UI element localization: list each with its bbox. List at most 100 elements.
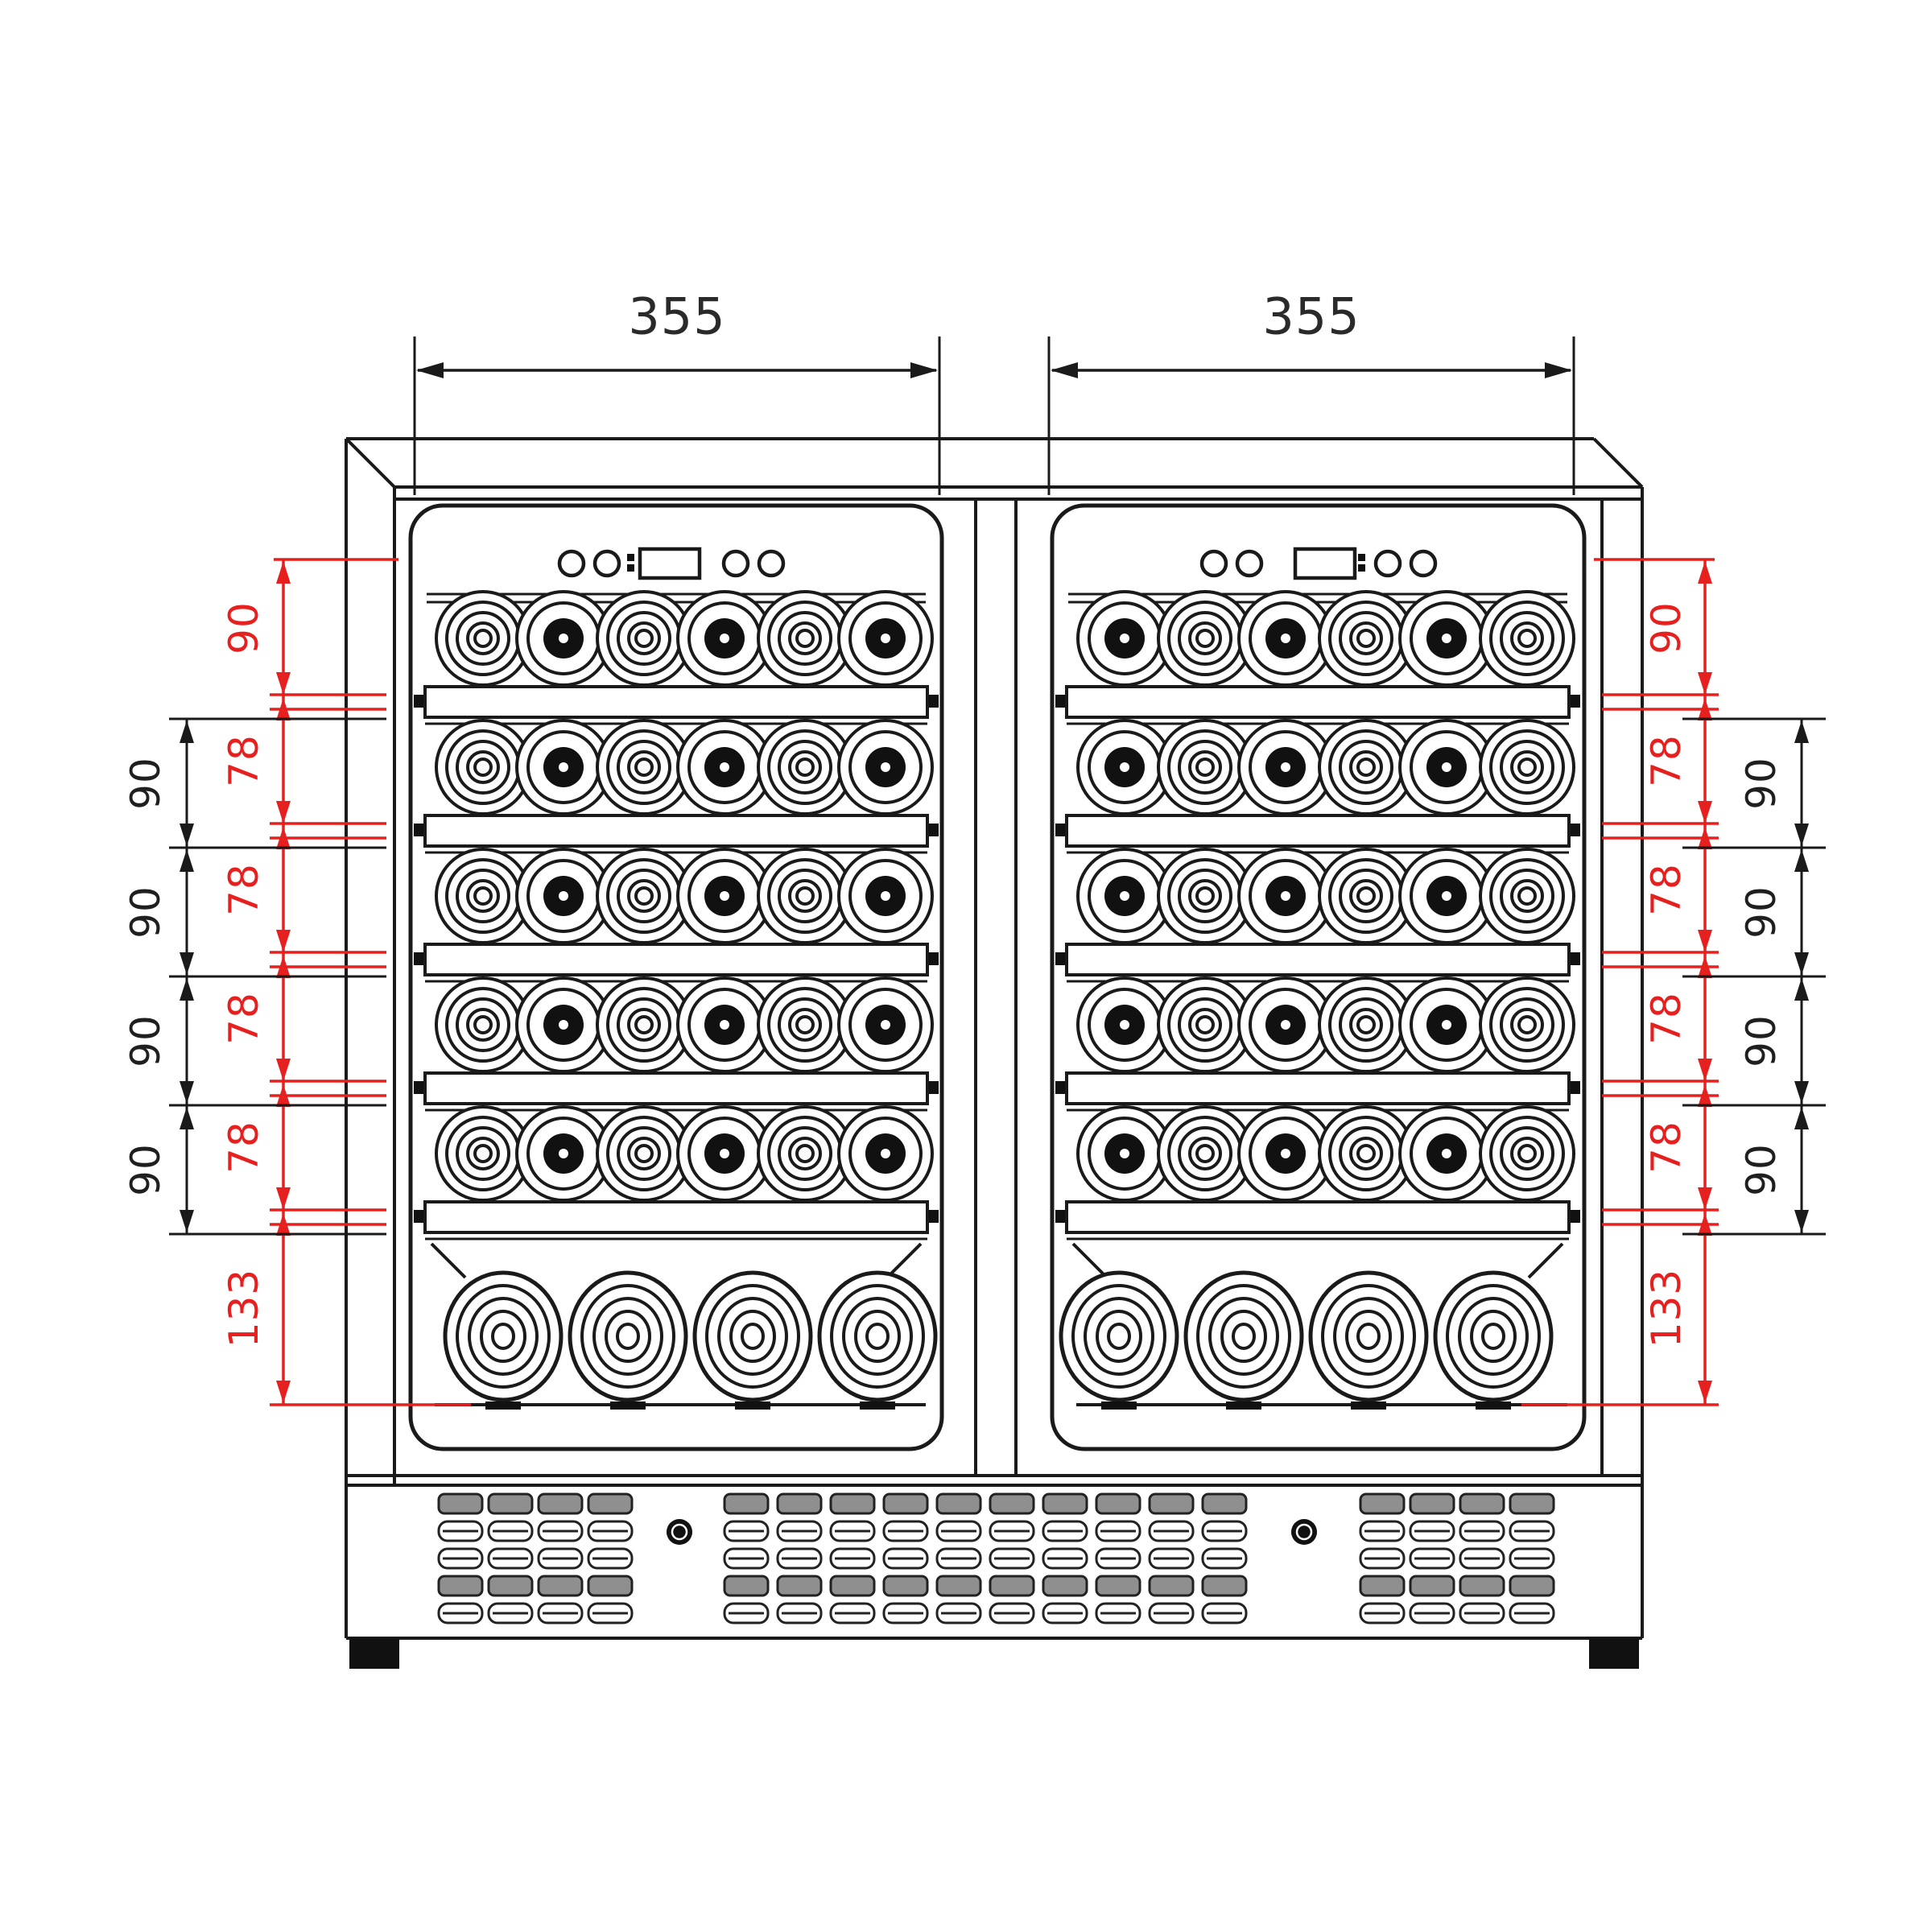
arrowhead <box>276 930 291 952</box>
bottle-neck-icon <box>837 1105 934 1202</box>
arrowhead <box>1794 1210 1809 1232</box>
shelf-bracket <box>1571 1210 1580 1223</box>
shelf-bracket <box>414 1081 423 1094</box>
vent-slot <box>537 1492 584 1515</box>
dim-left-black-0: 90 <box>122 757 169 810</box>
control-button-icon <box>1199 549 1228 578</box>
arrowhead <box>1545 362 1572 378</box>
control-button-icon <box>1235 549 1264 578</box>
arrowhead <box>1794 1107 1809 1129</box>
shelf-bracket <box>414 824 423 836</box>
arrowhead <box>276 1187 291 1210</box>
arrowhead <box>910 362 938 378</box>
shelf-bracket <box>1055 1210 1065 1223</box>
control-button-icon <box>1373 549 1402 578</box>
shelf-bracket <box>414 695 423 708</box>
left-foot <box>349 1638 399 1669</box>
shelf-bracket <box>1571 1081 1580 1094</box>
bottle-rest <box>1476 1402 1511 1410</box>
arrowhead <box>276 1381 291 1403</box>
vent-slot <box>537 1575 584 1597</box>
dim-right-red-5: 133 <box>1643 1268 1690 1348</box>
shelf-bracket <box>929 952 939 965</box>
large-bottle-row <box>445 1273 1551 1410</box>
temperature-display-icon <box>638 547 702 580</box>
vent-slot <box>1095 1575 1141 1597</box>
shelf-bar <box>423 943 929 976</box>
vent-slot <box>437 1575 484 1597</box>
dim-left-red-4: 78 <box>221 1121 267 1174</box>
arrowhead <box>180 1081 194 1104</box>
dim-right-black-0: 90 <box>1738 757 1785 810</box>
arrowhead <box>1794 1081 1809 1104</box>
temperature-display-icon <box>1293 547 1357 580</box>
vent-slot <box>723 1575 770 1597</box>
shelf-bar <box>1065 1200 1571 1234</box>
dim-right-red-1: 78 <box>1643 734 1690 787</box>
vent-slot <box>829 1492 876 1515</box>
shelf-bracket <box>1055 695 1065 708</box>
arrowhead <box>1698 1059 1712 1081</box>
arrowhead <box>1698 672 1712 695</box>
large-bottle-icon <box>445 1273 561 1400</box>
vent-slot <box>1042 1575 1088 1597</box>
arrowhead <box>1794 952 1809 975</box>
arrowhead <box>1794 824 1809 846</box>
vent-slot <box>1042 1492 1088 1515</box>
large-bottle-icon <box>819 1273 935 1400</box>
large-bottle-icon <box>1435 1273 1551 1400</box>
arrowhead <box>180 978 194 1001</box>
control-button-icon <box>557 549 586 578</box>
arrowhead <box>1051 362 1078 378</box>
vent-slot <box>935 1575 982 1597</box>
vent-slot <box>935 1492 982 1515</box>
bottle-rest <box>1351 1402 1386 1410</box>
dim-left-black-3: 90 <box>122 1143 169 1196</box>
vent-slot <box>587 1575 634 1597</box>
shelf-bar <box>1065 685 1571 719</box>
arrowhead <box>1794 978 1809 1001</box>
shelf-bracket <box>929 695 939 708</box>
bottle-rest <box>860 1402 895 1410</box>
arrowhead <box>1698 930 1712 952</box>
right-lock-icon <box>1291 1519 1317 1545</box>
arrowhead <box>1794 720 1809 743</box>
display-tick-icon <box>627 564 634 572</box>
large-bottle-icon <box>1311 1273 1426 1400</box>
vent-slot <box>1359 1492 1406 1515</box>
vent-slot <box>882 1575 929 1597</box>
vent-slot <box>487 1492 534 1515</box>
vent-slot <box>1095 1492 1141 1515</box>
shelf-bar <box>1065 943 1571 976</box>
arrowhead <box>180 849 194 872</box>
control-button-icon <box>757 549 786 578</box>
arrowhead <box>1698 801 1712 824</box>
arrowhead <box>1698 561 1712 584</box>
arrowhead <box>180 1210 194 1232</box>
shelf-bracket <box>1571 824 1580 836</box>
bottle-base-icon <box>1479 848 1575 944</box>
vent-slot <box>776 1575 823 1597</box>
bottle-rest <box>1226 1402 1261 1410</box>
display-tick-icon <box>627 554 634 561</box>
control-button-icon <box>1409 549 1438 578</box>
arrowhead <box>276 672 291 695</box>
shelf-bracket <box>1571 695 1580 708</box>
left-control-panel <box>557 547 786 580</box>
arrowhead <box>180 720 194 743</box>
vent-slot <box>989 1575 1035 1597</box>
vent-slot <box>989 1492 1035 1515</box>
bottle-neck-icon <box>837 719 934 815</box>
arrowhead <box>276 801 291 824</box>
shelves <box>414 685 1580 1241</box>
dim-right-red-2: 78 <box>1643 863 1690 916</box>
shelf-bar <box>423 1200 929 1234</box>
compartment-corners <box>430 1242 1564 1279</box>
right-foot <box>1589 1638 1639 1669</box>
display-tick-icon <box>1358 564 1365 572</box>
dim-left-red-1: 78 <box>221 734 267 787</box>
bottle-neck-icon <box>837 590 934 687</box>
shelf-bracket <box>414 1210 423 1223</box>
arrowhead <box>1698 1381 1712 1403</box>
